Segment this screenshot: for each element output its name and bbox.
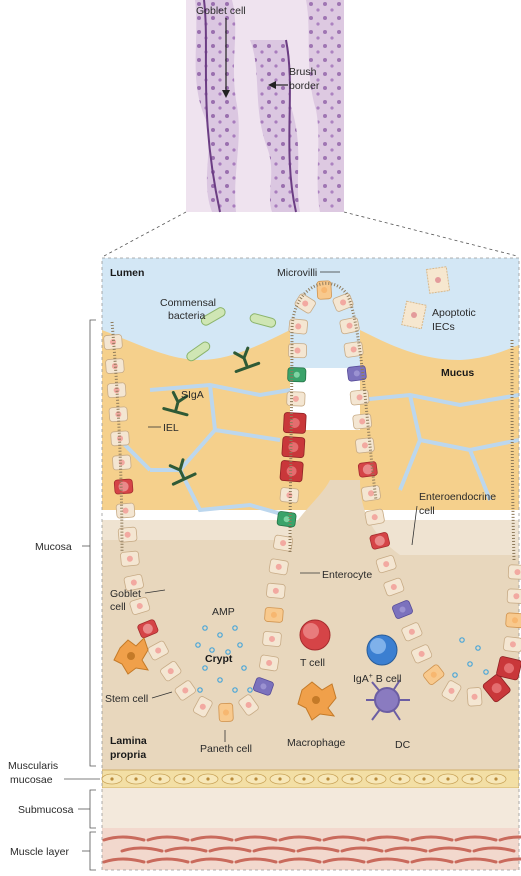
brush-border-label-1: Brush [289,66,317,78]
macrophage-label: Macrophage [287,737,346,749]
epithelial-cell [120,551,139,567]
histology-micrograph: Goblet cell Brush border [186,0,344,212]
iel-label: IEL [163,422,179,434]
enteroendocrine-label-2: cell [419,505,435,517]
epithelial-cell [105,358,124,373]
epithelial-cell [508,565,521,580]
goblet-label-1: Goblet [110,588,141,600]
muscularis-label-2: mucosae [10,774,53,786]
epithelial-cell [259,655,279,672]
epithelial-cell [350,389,369,405]
epithelial-cell [365,509,385,526]
muscularis-label-1: Muscularis [8,760,58,772]
stem-cell-label: Stem cell [105,693,148,705]
dc-label: DC [395,739,411,751]
epithelial-cell [339,317,359,334]
muscle-layer-label: Muscle layer [10,846,69,858]
goblet-label-2: cell [110,601,126,613]
epithelial-cell [266,583,285,599]
epithelial-cell [344,341,364,357]
mucosa-label: Mucosa [35,541,72,553]
brush-border-label-2: border [289,80,320,92]
epithelial-cell [112,455,131,470]
lamina-label-2: propria [110,749,146,761]
crypt-label: Crypt [205,653,233,665]
goblet-cell [317,281,332,300]
ee-cell [347,365,367,381]
t-cell [300,620,330,650]
siga-label: SIgA [181,389,204,401]
zoom-line-left [104,212,186,256]
t-cell-label: T cell [300,657,325,669]
epithelial-cell [467,687,482,706]
lamina-label-1: Lamina [110,735,147,747]
epithelial-cell [503,636,521,652]
goblet-cell-label: Goblet cell [196,5,246,17]
epithelial-cell [269,558,289,575]
commensal-label-2: bacteria [168,310,206,322]
mucosa-bracket [90,320,96,766]
submucosa-label: Submucosa [18,804,74,816]
epithelial-cell [103,334,122,349]
apoptotic-label-2: IECs [432,321,455,333]
iel-cell [358,461,378,477]
apoptotic-label-1: Apoptotic [432,307,476,319]
zoom-line-right [344,212,517,256]
amp-label: AMP [212,606,235,618]
lumen-label: Lumen [110,267,144,279]
paneth-cell-label: Paneth cell [200,743,252,755]
enteroendocrine-label-1: Enteroendocrine [419,491,496,503]
epithelial-cell [361,485,381,501]
paneth-cell [282,436,305,457]
submucosa-region [102,788,519,828]
epithelial-cell [287,391,306,406]
iel-cell [114,479,133,494]
paneth-cell [283,412,306,433]
epithelial-cell [262,631,281,647]
b-cell [367,635,397,665]
b-cell-label: IgA+ B cell [353,673,401,685]
muscularis-cells [102,774,506,784]
goblet-cell [219,703,234,722]
stem-cell [277,511,297,527]
mucus-label: Mucus [441,367,474,379]
epithelial-cell [355,437,374,453]
goblet-cell [506,613,521,628]
commensal-label-1: Commensal [160,297,216,309]
goblet-cell [264,607,283,622]
enterocyte-label: Enterocyte [322,569,372,581]
epithelial-cell [116,503,135,518]
microvilli-label: Microvilli [277,267,317,279]
epithelial-cell [507,589,521,604]
epithelial-cell [353,413,372,429]
